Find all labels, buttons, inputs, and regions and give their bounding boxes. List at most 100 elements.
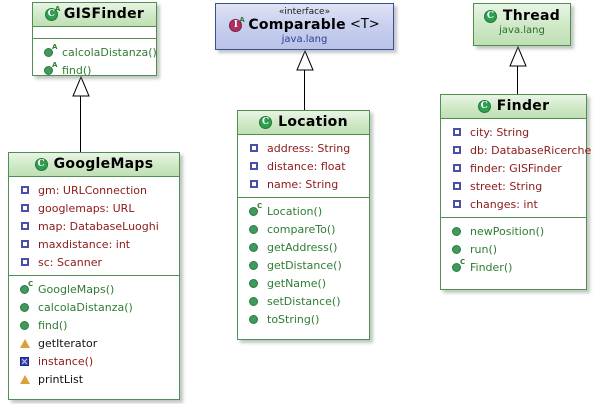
member-row[interactable]: getAddress() (238, 238, 369, 256)
member-row[interactable]: getIterator (9, 334, 179, 352)
member-row[interactable]: db: DatabaseRicerche (441, 141, 591, 159)
member-row[interactable]: run() (441, 240, 586, 258)
class-title-gisfinder: GISFinder (63, 6, 145, 22)
class-box-gisfinder[interactable]: C A GISFinder A calcolaDistanza() A find… (32, 2, 157, 77)
methods-compartment-gisfinder: A calcolaDistanza() A find() (33, 38, 157, 83)
class-title-googlemaps: GoogleMaps (53, 156, 154, 172)
member-row[interactable]: compareTo() (238, 220, 369, 238)
realization-location-to-comparable (294, 50, 316, 110)
member-row[interactable]: distance: float (238, 157, 369, 175)
member-label: distance: float (267, 159, 346, 173)
class-title-location: Location (278, 114, 348, 130)
member-row[interactable]: changes: int (441, 195, 586, 213)
member-row[interactable]: C GoogleMaps() (9, 280, 179, 298)
member-label: address: String (267, 141, 351, 155)
private-field-icon (451, 125, 465, 139)
member-row[interactable]: finder: GISFinder (441, 159, 586, 177)
private-field-icon (451, 197, 465, 211)
member-label: GoogleMaps() (38, 282, 115, 296)
interface-icon: I A (229, 16, 245, 33)
class-box-finder[interactable]: C Finder city: String db: DatabaseRicerc… (440, 94, 591, 290)
private-field-icon (248, 177, 262, 191)
member-label: sc: Scanner (38, 255, 102, 269)
class-box-googlemaps[interactable]: C GoogleMaps gm: URLConnection googlemap… (8, 152, 180, 400)
member-row[interactable]: gm: URLConnection (9, 181, 179, 199)
member-row[interactable]: instance() (9, 352, 179, 370)
stereotype-label: «interface» (278, 7, 331, 17)
package-label: java.lang (499, 25, 545, 37)
member-row[interactable]: getName() (238, 274, 369, 292)
member-label: calcolaDistanza() (62, 45, 157, 59)
member-row[interactable]: map: DatabaseLuoghi (9, 217, 179, 235)
member-label: run() (470, 242, 498, 256)
class-header-location: C Location (238, 111, 369, 136)
member-label: googlemaps: URL (38, 201, 135, 215)
member-row[interactable]: getDistance() (238, 256, 369, 274)
fields-compartment-finder: city: String db: DatabaseRicerche finder… (441, 119, 591, 217)
methods-compartment-location: C Location() compareTo() getAddress() ge… (238, 197, 369, 332)
member-row[interactable]: name: String (238, 175, 369, 193)
member-label: setDistance() (267, 294, 341, 308)
private-field-icon (248, 159, 262, 173)
member-row[interactable]: A find() (33, 61, 156, 79)
class-abstract-icon: C A (44, 5, 60, 22)
warning-icon (19, 372, 33, 386)
methods-compartment-finder: newPosition() run() C Finder() (441, 217, 586, 280)
fields-compartment-location: address: String distance: float name: St… (238, 135, 369, 197)
class-header-thread: C Thread java.lang (474, 4, 570, 45)
class-header-gisfinder: C A GISFinder (33, 3, 156, 28)
fields-compartment-googlemaps: gm: URLConnection googlemaps: URL map: D… (9, 177, 179, 275)
constructor-icon: C (451, 258, 465, 274)
member-row[interactable]: A calcolaDistanza() (33, 43, 157, 61)
member-row[interactable]: city: String (441, 123, 586, 141)
member-label: name: String (267, 177, 339, 191)
member-label: Finder() (470, 260, 513, 274)
member-row[interactable]: toString() (238, 310, 369, 328)
constructor-icon: C (248, 202, 262, 218)
member-row[interactable]: find() (9, 316, 179, 334)
member-label: db: DatabaseRicerche (470, 143, 592, 157)
private-field-icon (19, 237, 33, 251)
abstract-method-icon: A (43, 43, 57, 59)
generalization-googlemaps-to-gisfinder (70, 76, 92, 156)
class-title-thread: Thread (502, 8, 561, 24)
warning-icon (19, 336, 33, 350)
class-icon: C (477, 99, 493, 114)
member-label: changes: int (470, 197, 538, 211)
member-row[interactable]: printList (9, 370, 179, 388)
member-row[interactable]: C Location() (238, 202, 369, 220)
member-label: toString() (267, 312, 320, 326)
member-label: instance() (38, 354, 94, 368)
member-row[interactable]: sc: Scanner (9, 253, 179, 271)
public-method-icon (19, 318, 33, 332)
member-label: getName() (267, 276, 327, 290)
class-box-thread[interactable]: C Thread java.lang (473, 3, 571, 46)
class-box-location[interactable]: C Location address: String distance: flo… (237, 110, 370, 340)
member-label: getDistance() (267, 258, 342, 272)
member-row[interactable]: address: String (238, 139, 369, 157)
member-row[interactable]: newPosition() (441, 222, 586, 240)
member-label: getAddress() (267, 240, 338, 254)
private-field-icon (19, 219, 33, 233)
public-method-icon (248, 312, 262, 326)
public-method-icon (248, 294, 262, 308)
member-row[interactable]: setDistance() (238, 292, 369, 310)
member-label: find() (62, 63, 92, 77)
private-field-icon (19, 183, 33, 197)
member-label: map: DatabaseLuoghi (38, 219, 159, 233)
public-method-icon (19, 300, 33, 314)
class-header-finder: C Finder (441, 95, 586, 120)
member-label: getIterator (38, 336, 98, 350)
member-row[interactable]: calcolaDistanza() (9, 298, 179, 316)
interface-box-comparable[interactable]: «interface» I A Comparable <T> java.lang (215, 3, 394, 50)
member-row[interactable]: maxdistance: int (9, 235, 179, 253)
generic-parameter: <T> (349, 16, 380, 32)
member-row[interactable]: street: String (441, 177, 586, 195)
member-row[interactable]: C Finder() (441, 258, 586, 276)
member-label: maxdistance: int (38, 237, 131, 251)
public-method-icon (451, 224, 465, 238)
member-label: compareTo() (267, 222, 336, 236)
member-label: finder: GISFinder (470, 161, 562, 175)
public-method-icon (248, 258, 262, 272)
member-row[interactable]: googlemaps: URL (9, 199, 179, 217)
